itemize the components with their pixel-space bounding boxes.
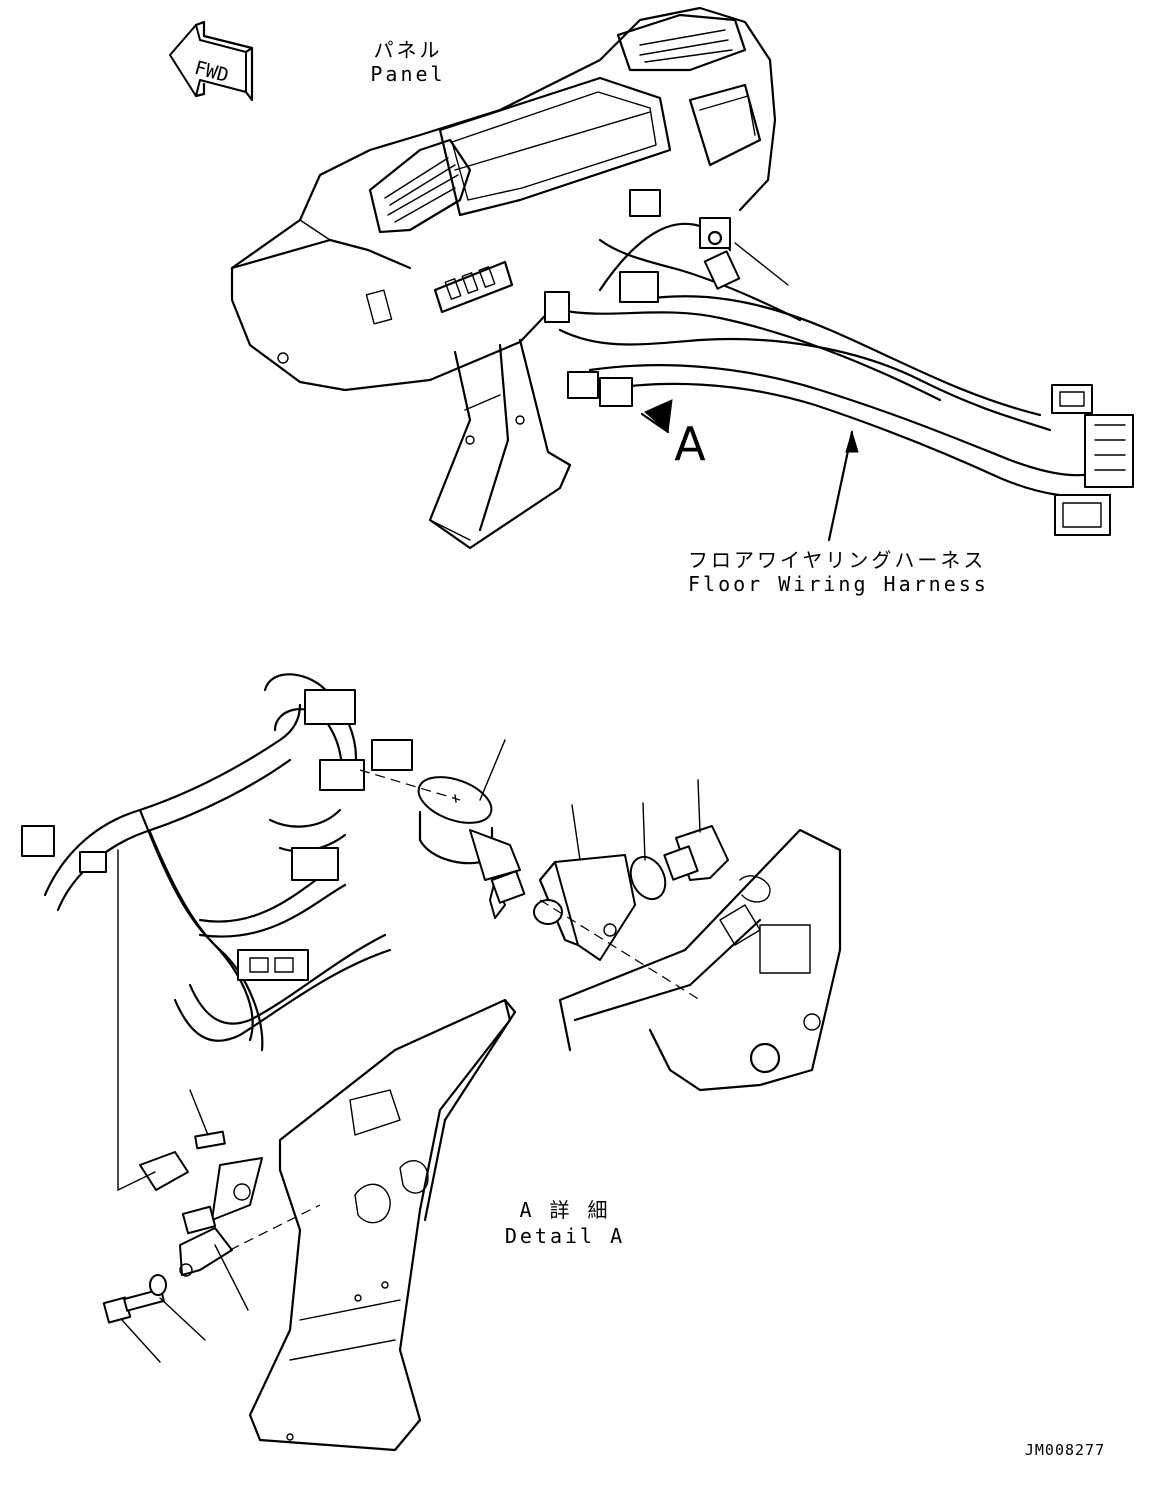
harness-label-en: Floor Wiring Harness [688, 572, 989, 596]
view-direction-arrow-icon [640, 399, 673, 434]
floor-wiring-harness-detail [21, 673, 413, 1052]
drawing-code: JM008277 [1024, 1441, 1106, 1459]
fwd-arrow-icon: FWD [169, 20, 254, 102]
panel-drawing [230, 6, 777, 550]
panel-label-en: Panel [370, 62, 446, 86]
panel-label-jp: パネル [373, 38, 443, 62]
detail-a-label-en: Detail A [504, 1224, 626, 1248]
key-switch-parts [359, 739, 842, 1092]
stand-parts [102, 849, 517, 1452]
floor-wiring-harness-upper [544, 189, 1134, 536]
detail-a-label-jp: A 詳 細 [519, 1198, 611, 1222]
view-a-label: A [674, 417, 706, 471]
harness-label-jp: フロアワイヤリングハーネス [688, 548, 987, 572]
